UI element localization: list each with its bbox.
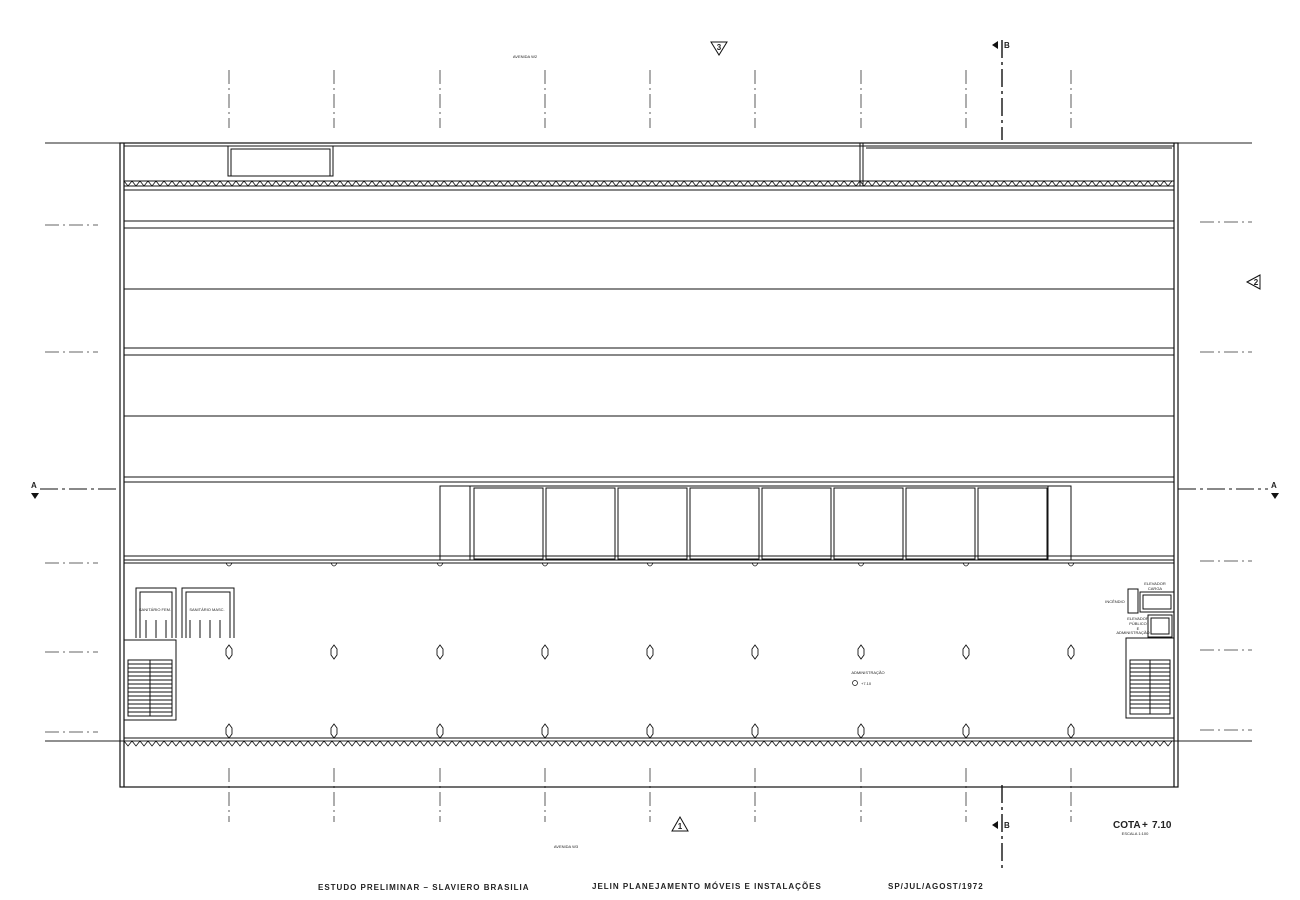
grid-axes-top bbox=[228, 70, 1072, 128]
label-elevador-publico-4: ADMINISTRAÇÃO bbox=[1116, 630, 1149, 635]
cota-sign: + bbox=[1142, 820, 1148, 831]
level-mark-icon bbox=[852, 680, 858, 686]
scale-label: ESCALA 1:100 bbox=[1122, 831, 1149, 836]
label-sanitario-fem: SANITÁRIO FEM. bbox=[139, 607, 171, 612]
top-strip bbox=[124, 143, 1174, 187]
lower-floor bbox=[124, 562, 1174, 739]
top-zigzag bbox=[123, 180, 1173, 187]
label-elevador-publico-1: ELEVADOR bbox=[1127, 616, 1149, 621]
street-label-bottom: AVENIDA W3 bbox=[554, 844, 579, 849]
section-a-left: A bbox=[31, 481, 39, 499]
bottom-zigzag bbox=[123, 740, 1173, 747]
view-marker-1-label: 1 bbox=[678, 822, 683, 831]
label-sanitario-masc: SANITÁRIO MASC. bbox=[189, 607, 224, 612]
label-elevador-carga-2: CARGA bbox=[1148, 586, 1163, 591]
restroom-blocks bbox=[135, 587, 235, 638]
view-marker-3-label: 3 bbox=[717, 43, 722, 52]
view-marker-2-label: 2 bbox=[1254, 278, 1259, 287]
section-b-bottom-label: B bbox=[1004, 821, 1010, 830]
left-staircase bbox=[123, 639, 177, 721]
view-marker-2: 2 bbox=[1245, 274, 1261, 290]
building-outline bbox=[119, 142, 1179, 788]
label-administracao: ADMINISTRAÇÃO bbox=[851, 670, 884, 675]
bay-modules bbox=[439, 485, 1072, 561]
label-elevador-publico-3: E bbox=[1137, 626, 1140, 631]
title-date: SP/JUL/AGOST/1972 bbox=[888, 882, 984, 891]
label-elevador-carga-1: ELEVADOR bbox=[1144, 581, 1166, 586]
label-elevador-publico-2: PÚBLICO bbox=[1129, 621, 1147, 626]
section-a-left-label: A bbox=[31, 481, 37, 490]
street-label-top: AVENIDA W2 bbox=[513, 54, 538, 59]
section-b-bottom: B bbox=[992, 821, 1010, 830]
section-a-right-label: A bbox=[1271, 481, 1277, 490]
title-office: JELIN PLANEJAMENTO MÓVEIS E INSTALAÇÕES bbox=[592, 882, 822, 891]
cota-label: COTA bbox=[1113, 820, 1141, 831]
grid-axes-bottom bbox=[228, 768, 1072, 822]
section-a-right: A bbox=[1271, 481, 1279, 499]
level-annotation: COTA + 7.10 ESCALA 1:100 bbox=[1113, 820, 1172, 836]
cota-value: 7.10 bbox=[1152, 820, 1172, 831]
right-core bbox=[1125, 588, 1175, 719]
section-b-top-label: B bbox=[1004, 41, 1010, 50]
label-admin-level: +7.10 bbox=[861, 681, 872, 686]
section-b-top: B bbox=[992, 41, 1010, 50]
edge-columns bbox=[225, 562, 1075, 567]
slab-bands bbox=[124, 189, 1174, 561]
view-marker-1: 1 bbox=[671, 815, 689, 832]
label-incendio: INCÊNDIO bbox=[1105, 599, 1125, 604]
view-marker-3: 3 bbox=[710, 41, 728, 56]
columns bbox=[225, 644, 1075, 739]
title-project: ESTUDO PRELIMINAR – SLAVIERO BRASILIA bbox=[318, 883, 530, 892]
grid-axes-sides bbox=[45, 221, 1252, 733]
